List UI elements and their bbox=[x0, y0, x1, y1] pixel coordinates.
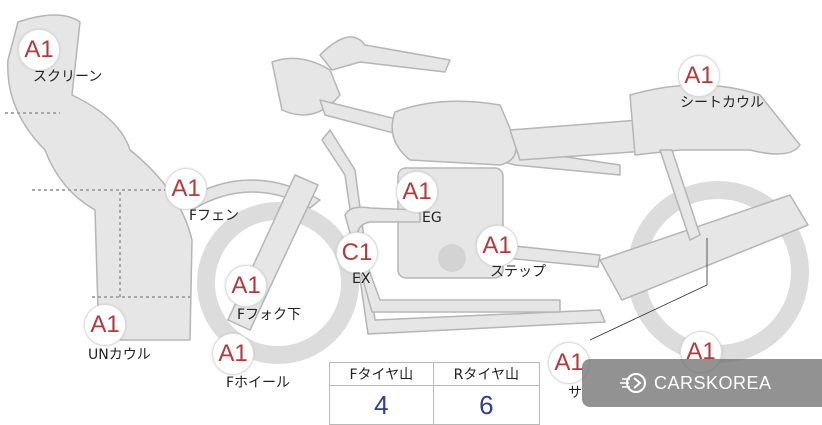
grade-badge-ex: C1 bbox=[336, 232, 378, 274]
handlebar-shape bbox=[319, 36, 451, 73]
grade-badge-step: A1 bbox=[476, 225, 518, 267]
label-eg: EG bbox=[422, 210, 442, 226]
rear-tire-value: 6 bbox=[432, 385, 541, 425]
carskorea-logo-icon bbox=[620, 373, 646, 393]
front-tire-value: 4 bbox=[329, 385, 434, 425]
grade-badge-f-fork-lower: A1 bbox=[225, 265, 267, 307]
carskorea-watermark: CARSKOREA bbox=[582, 359, 822, 407]
grade-badge-screen: A1 bbox=[18, 29, 60, 71]
grade-badge-f-fender: A1 bbox=[165, 168, 207, 210]
grade-badge-eg: A1 bbox=[396, 171, 438, 213]
label-side: サ bbox=[568, 385, 582, 401]
seat-cowl-shape bbox=[629, 84, 801, 156]
label-f-fender: Fフェン bbox=[189, 208, 240, 224]
label-step: ステップ bbox=[490, 264, 546, 280]
grade-badge-un-cowl: A1 bbox=[84, 304, 126, 346]
tire-tread-table: Fタイヤ山 Rタイヤ山 4 6 bbox=[329, 362, 541, 425]
label-un-cowl: UNカウル bbox=[88, 347, 151, 363]
front-fender-shape bbox=[184, 179, 321, 211]
label-seat-cowl: シートカウル bbox=[680, 95, 764, 111]
front-tire-header: Fタイヤ山 bbox=[329, 362, 434, 386]
grade-badge-f-wheel: A1 bbox=[212, 333, 254, 375]
rear-tire-header: Rタイヤ山 bbox=[432, 362, 541, 386]
label-ex: EX bbox=[352, 271, 371, 287]
label-screen: スクリーン bbox=[33, 69, 103, 85]
watermark-text: CARSKOREA bbox=[654, 372, 772, 393]
fairing-shape bbox=[7, 14, 193, 341]
muffler-shape bbox=[599, 194, 809, 301]
grade-badge-seat-cowl: A1 bbox=[678, 55, 720, 97]
label-f-wheel: Fホイール bbox=[226, 375, 291, 391]
fuel-tank-shape bbox=[391, 100, 517, 166]
label-f-fork-lower: Fフォク下 bbox=[237, 307, 302, 323]
